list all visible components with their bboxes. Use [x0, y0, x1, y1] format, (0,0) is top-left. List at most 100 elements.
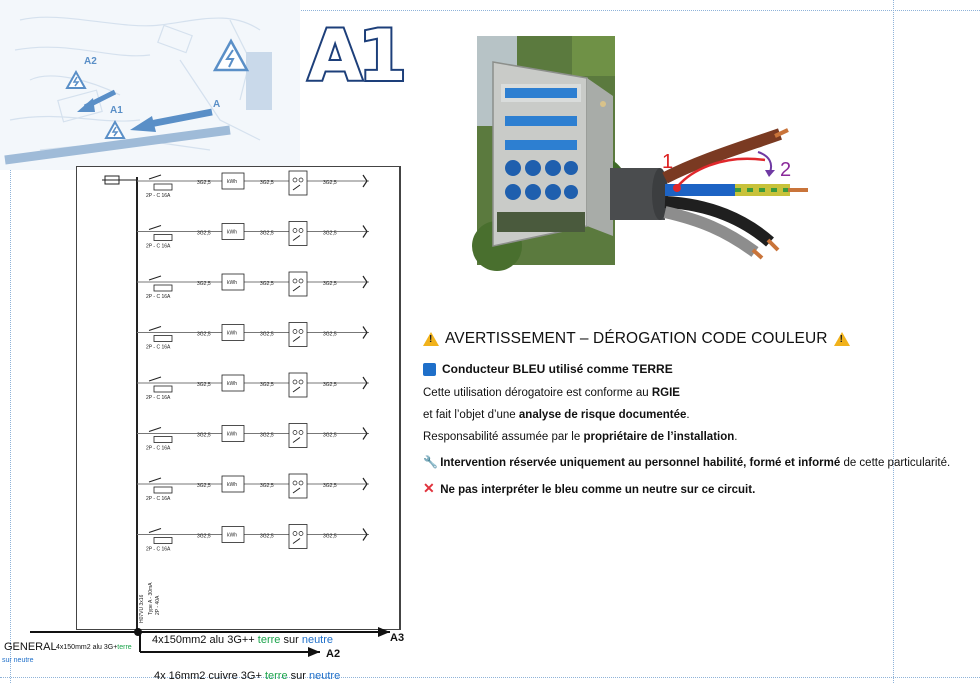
socket-symbol	[362, 528, 368, 541]
rcd-symbol	[298, 329, 304, 334]
cable-end-label: 3G2,5	[323, 483, 337, 489]
rcd-symbol	[298, 177, 304, 183]
blue-conductor-line: Conducteur BLEU utilisé comme TERRE	[423, 362, 978, 376]
a2-label: A2	[326, 648, 341, 660]
rcd-symbol	[292, 278, 298, 284]
rcd-box	[288, 170, 308, 196]
hazard-icon	[65, 69, 87, 89]
meter-box	[221, 172, 245, 190]
rcd-box	[288, 372, 308, 398]
meter-label: kWh	[227, 482, 237, 488]
cable-in-label: 3G2,5	[197, 281, 211, 287]
cable-end-label: 3G2,5	[323, 433, 337, 439]
cable-end-label: 3G2,5	[323, 382, 337, 388]
cable-in-label: 3G2,5	[197, 433, 211, 439]
cable-in-label: 3G2,5	[197, 332, 211, 338]
breaker-contact	[148, 376, 162, 382]
breaker-label: 2P - C 16A	[146, 345, 171, 351]
socket-symbol	[362, 477, 368, 491]
meter-box	[221, 526, 245, 543]
warning-title: AVERTISSEMENT – DÉROGATION CODE COULEUR	[423, 330, 978, 348]
breaker-symbol	[153, 436, 173, 443]
cable-end-label: 3G2,5	[323, 534, 337, 540]
cable-in-label: 3G2,5	[197, 534, 211, 540]
meter-label: kWh	[227, 230, 237, 236]
hazard-icon	[212, 38, 250, 72]
rcd-contact	[292, 285, 301, 292]
main-breaker-rating: 2P - 40A	[155, 595, 161, 615]
breaker-label: 2P - C 16A	[146, 446, 171, 452]
warning-icon	[423, 332, 439, 346]
breaker-contact	[148, 528, 162, 533]
guide-line	[0, 10, 980, 11]
cable-mark-2: 2	[780, 159, 791, 181]
rcd-symbol	[292, 379, 298, 385]
responsibility-line: Responsabilité assumée par le propriétai…	[423, 431, 738, 443]
earth-symbol	[104, 175, 120, 185]
breaker-contact	[148, 225, 162, 230]
rcd-symbol	[292, 228, 298, 233]
breaker-label: 2P - C 16A	[146, 244, 171, 250]
rcd-box	[288, 322, 308, 347]
cable-in-label: 3G2,5	[197, 483, 211, 489]
guide-line	[893, 0, 894, 683]
risk-line: et fait l’objet d’une analyse de risque …	[423, 409, 690, 421]
breaker-label: 2P - C 16A	[146, 294, 171, 300]
breaker-contact	[148, 275, 162, 281]
cable-out-label: 3G2,5	[260, 231, 274, 237]
map-label-a: A	[213, 99, 220, 110]
cable-mark-1: 1	[662, 151, 673, 173]
cable-out-label: 3G2,5	[260, 332, 274, 338]
rcd-box	[288, 473, 308, 499]
breaker-contact	[148, 174, 162, 180]
breaker-contact	[148, 427, 162, 432]
rcd-box	[288, 524, 308, 549]
meter-box	[221, 374, 245, 392]
breaker-symbol	[153, 537, 173, 544]
meter-box	[221, 324, 245, 341]
breaker-symbol	[153, 284, 173, 292]
general-cable-sur-neutre: sur neutre	[2, 657, 34, 664]
rcd-symbol	[292, 531, 298, 536]
cable-out-label: 3G2,5	[260, 534, 274, 540]
rcd-symbol	[298, 379, 304, 385]
breaker-label: 2P - C 16A	[146, 395, 171, 401]
meter-box	[221, 475, 245, 493]
breaker-symbol	[153, 486, 173, 494]
blue-not-neutral-line: ✕ Ne pas interpréter le bleu comme un ne…	[423, 477, 978, 501]
socket-symbol	[362, 225, 368, 238]
rcd-symbol	[298, 531, 304, 536]
rcd-contact	[292, 437, 301, 443]
main-cable-group: H07VU 3x16	[139, 594, 145, 623]
guide-line	[10, 0, 11, 683]
socket-symbol	[362, 427, 368, 440]
cable-out-label: 3G2,5	[260, 483, 274, 489]
rcd-contact	[292, 184, 301, 191]
breaker-symbol	[153, 385, 173, 393]
rgie-line: Cette utilisation dérogatoire est confor…	[423, 387, 680, 399]
cable-out-label: 3G2,5	[260, 180, 274, 186]
rcd-symbol	[292, 480, 298, 486]
cable-end-label: 3G2,5	[323, 281, 337, 287]
rcd-box	[288, 221, 308, 246]
cable-in-label: 3G2,5	[197, 382, 211, 388]
rcd-contact	[292, 487, 301, 494]
intervention-line: 🔧 Intervention réservée uniquement au pe…	[423, 451, 978, 474]
cross-icon: ✕	[423, 480, 435, 496]
breaker-symbol	[153, 335, 173, 342]
rcd-symbol	[298, 430, 304, 435]
meter-box	[221, 425, 245, 442]
hazard-icon	[104, 119, 126, 139]
breaker-label: 2P - C 16A	[146, 547, 171, 553]
breaker-symbol	[153, 183, 173, 191]
cable-in-label: 3G2,5	[197, 231, 211, 237]
warning-icon	[833, 332, 850, 346]
a3-label: A3	[390, 632, 405, 644]
meter-box	[221, 273, 245, 291]
cable-in-label: 3G2,5	[197, 180, 211, 186]
rcd-contact	[292, 538, 301, 544]
wrench-icon: 🔧	[423, 455, 438, 469]
rcd-contact	[292, 235, 301, 241]
cable-end-label: 3G2,5	[323, 332, 337, 338]
